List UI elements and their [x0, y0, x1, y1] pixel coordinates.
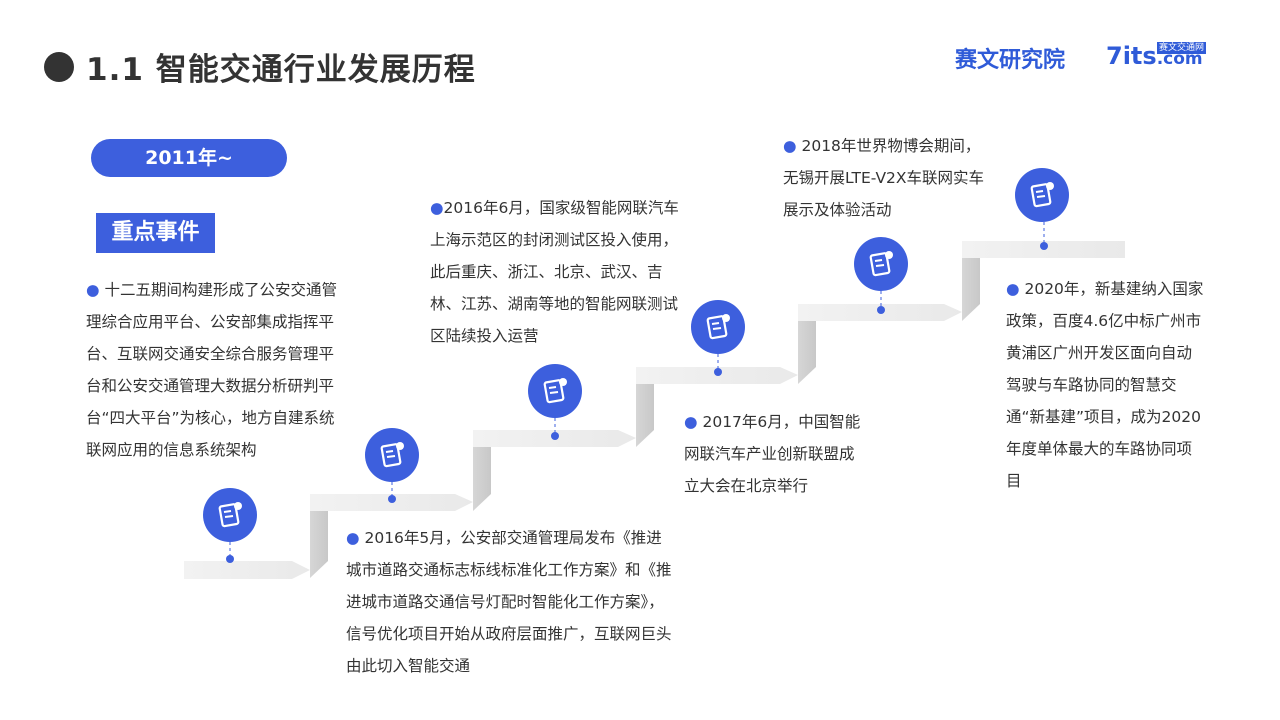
event-text-4-content: 2017年6月，中国智能网联汽车产业创新联盟成立大会在北京举行	[684, 413, 861, 495]
event-text-1: ● 十二五期间构建形成了公安交通管理综合应用平台、公安部集成指挥平台、互联网交通…	[86, 281, 337, 459]
title-bullet	[44, 52, 74, 82]
note-icon	[854, 237, 908, 291]
event-text-6: ● 2020年，新基建纳入国家政策，百度4.6亿中标广州市黄浦区广州开发区面向自…	[1006, 280, 1204, 490]
section-tag: 重点事件	[96, 213, 215, 253]
event-text-2: ● 2016年5月，公安部交通管理局发布《推进城市道路交通标志标线标准化工作方案…	[346, 529, 672, 675]
note-icon	[365, 428, 419, 482]
page-title: 1.1 智能交通行业发展历程	[86, 52, 476, 88]
event-text-5-content: 2018年世界物博会期间，无锡开展LTE-V2X车联网实车展示及体验活动	[783, 137, 985, 219]
marker-dot-5	[877, 306, 885, 314]
marker-dot-1	[226, 555, 234, 563]
logo-7its-dotcom: .com	[1156, 49, 1203, 69]
logo-7its: 7its.com	[1106, 42, 1203, 70]
event-text-5: ● 2018年世界物博会期间，无锡开展LTE-V2X车联网实车展示及体验活动	[783, 137, 985, 219]
event-text-2-content: 2016年5月，公安部交通管理局发布《推进城市道路交通标志标线标准化工作方案》和…	[346, 529, 672, 675]
riser-4	[798, 304, 816, 384]
note-icon	[203, 488, 257, 542]
period-badge: 2011年~	[91, 139, 287, 177]
event-text-1-content: 十二五期间构建形成了公安交通管理综合应用平台、公安部集成指挥平台、互联网交通安全…	[86, 281, 337, 459]
note-icon	[528, 364, 582, 418]
event-text-4: ● 2017年6月，中国智能网联汽车产业创新联盟成立大会在北京举行	[684, 413, 861, 495]
note-icon	[691, 300, 745, 354]
event-text-3-content: 2016年6月，国家级智能网联汽车上海示范区的封闭测试区投入使用，此后重庆、浙江…	[430, 199, 679, 345]
riser-3	[636, 367, 654, 447]
logo-small-badge: 赛文交通网	[1157, 42, 1207, 54]
logo-7its-main: 7its	[1106, 42, 1157, 70]
riser-5	[962, 241, 980, 321]
riser-1	[310, 494, 328, 578]
event-text-3: ●2016年6月，国家级智能网联汽车上海示范区的封闭测试区投入使用，此后重庆、浙…	[430, 199, 679, 345]
marker-dot-3	[551, 432, 559, 440]
logo-saiwen: 赛文研究院	[955, 48, 1066, 73]
step-1	[184, 561, 310, 579]
riser-2	[473, 430, 491, 511]
marker-dot-4	[714, 368, 722, 376]
event-text-6-content: 2020年，新基建纳入国家政策，百度4.6亿中标广州市黄浦区广州开发区面向自动驾…	[1006, 280, 1204, 490]
note-icon	[1015, 168, 1069, 222]
marker-dot-6	[1040, 242, 1048, 250]
marker-dot-2	[388, 495, 396, 503]
